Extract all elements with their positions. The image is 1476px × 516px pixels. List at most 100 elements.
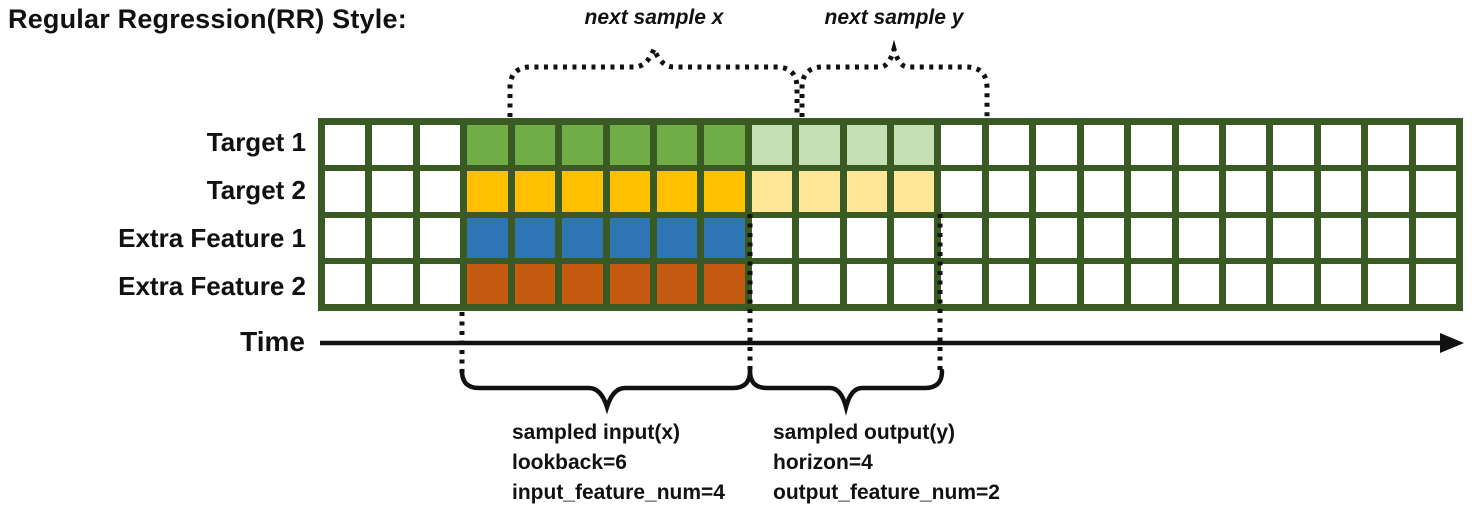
grid-cell-input xyxy=(656,125,698,166)
grid-cell-empty xyxy=(1225,125,1267,166)
grid-cell-input xyxy=(656,217,698,258)
grid-cell-empty xyxy=(1131,171,1172,212)
grid-cell-empty xyxy=(1036,125,1077,166)
grid-cell-empty xyxy=(1178,217,1219,258)
grid-cell-empty xyxy=(1083,171,1125,212)
grid-cell-input xyxy=(467,263,508,304)
grid-cell-empty xyxy=(325,263,366,304)
grid-cell-output xyxy=(846,171,887,212)
grid-cell-empty xyxy=(1131,263,1172,304)
grid-cell-input xyxy=(704,125,745,166)
grid-cell-empty xyxy=(419,125,461,166)
grid-cell-empty xyxy=(1320,171,1362,212)
grid-cell-output xyxy=(799,125,840,166)
grid-cell-empty xyxy=(1131,125,1172,166)
grid-cell-empty xyxy=(1225,217,1267,258)
grid-cell-empty xyxy=(941,217,982,258)
sampled-output-brace xyxy=(747,368,945,416)
sampled-input-line: sampled input(x) xyxy=(512,421,681,444)
grid-cell-empty xyxy=(325,125,366,166)
grid-cell-empty xyxy=(1131,217,1172,258)
grid-cell-input xyxy=(514,217,556,258)
grid-cell-empty xyxy=(325,217,366,258)
grid-cell-output xyxy=(799,171,840,212)
grid-cell-empty xyxy=(372,125,413,166)
grid-cell-output xyxy=(846,125,887,166)
grid-cell-input xyxy=(562,217,603,258)
grid-cell-empty xyxy=(1320,125,1362,166)
grid-cell-empty xyxy=(1225,263,1267,304)
grid-cell-empty xyxy=(419,171,461,212)
grid-cell-empty xyxy=(1368,125,1409,166)
grid-cell-input xyxy=(562,171,603,212)
grid-cell-empty xyxy=(1273,125,1314,166)
grid-cell-empty xyxy=(941,263,982,304)
grid-cell-empty xyxy=(372,171,413,212)
grid-cell-empty xyxy=(799,217,840,258)
grid-cell-empty xyxy=(1178,125,1219,166)
grid-cell-input xyxy=(609,263,650,304)
horizon-line: horizon=4 xyxy=(773,451,873,474)
grid-cell-input xyxy=(656,171,698,212)
grid-cell-input xyxy=(609,125,650,166)
grid-cell-empty xyxy=(988,171,1030,212)
grid-cell-input xyxy=(514,125,556,166)
grid-cell-output xyxy=(751,171,793,212)
grid-cell-empty xyxy=(1036,263,1077,304)
grid-cell-empty xyxy=(1036,217,1077,258)
grid-cell-empty xyxy=(1178,263,1219,304)
grid-cell-empty xyxy=(941,171,982,212)
grid-cell-empty xyxy=(1178,171,1219,212)
grid-cell-input xyxy=(467,125,508,166)
grid-cell-output xyxy=(894,171,935,212)
grid-cell-empty xyxy=(846,263,887,304)
time-axis-arrowhead xyxy=(1440,333,1464,353)
time-series-grid xyxy=(318,118,1463,311)
grid-cell-input xyxy=(467,171,508,212)
grid-cell-empty xyxy=(799,263,840,304)
lookback-line: lookback=6 xyxy=(512,451,627,474)
grid-cell-empty xyxy=(372,217,413,258)
time-axis-label: Time xyxy=(240,326,305,357)
grid-cell-empty xyxy=(1415,263,1456,304)
grid-cell-empty xyxy=(1273,171,1314,212)
row-label-target-2: Target 2 xyxy=(206,174,306,205)
grid-cell-input xyxy=(704,263,745,304)
sampled-input-brace xyxy=(459,368,753,415)
grid-cell-output xyxy=(894,125,935,166)
next-sample-x-brace xyxy=(507,42,800,117)
sampled-input-annotation: sampled input(x) lookback=6 input_featur… xyxy=(512,418,725,508)
grid-cell-input xyxy=(704,171,745,212)
grid-cell-empty xyxy=(1225,171,1267,212)
grid-cell-empty xyxy=(1415,217,1456,258)
grid-cell-empty xyxy=(1415,171,1456,212)
grid-cell-empty xyxy=(1368,217,1409,258)
grid-cell-input xyxy=(562,125,603,166)
grid-cell-empty xyxy=(894,217,935,258)
sampled-output-annotation: sampled output(y) horizon=4 output_featu… xyxy=(773,418,1000,508)
row-label-extra-feature-4: Extra Feature 2 xyxy=(118,271,306,302)
grid-cell-empty xyxy=(1083,125,1125,166)
row-label-extra-feature-3: Extra Feature 1 xyxy=(118,223,306,254)
next-sample-y-label: next sample y xyxy=(824,6,964,29)
grid-cell-empty xyxy=(751,263,793,304)
grid-cell-empty xyxy=(988,217,1030,258)
grid-cell-input xyxy=(704,217,745,258)
grid-cell-input xyxy=(514,263,556,304)
next-sample-y-brace xyxy=(799,39,990,117)
grid-cell-empty xyxy=(1083,217,1125,258)
grid-cell-empty xyxy=(1273,263,1314,304)
sampled-output-line: sampled output(y) xyxy=(773,421,955,444)
grid-cell-input xyxy=(609,171,650,212)
grid-cell-empty xyxy=(419,263,461,304)
grid-cell-input xyxy=(514,171,556,212)
diagram-title: Regular Regression(RR) Style: xyxy=(8,4,407,34)
row-label-target-1: Target 1 xyxy=(206,126,306,157)
grid-cell-empty xyxy=(1415,125,1456,166)
grid-cell-empty xyxy=(988,125,1030,166)
input-feature-line: input_feature_num=4 xyxy=(512,481,725,504)
grid-cell-empty xyxy=(1320,263,1362,304)
grid-cell-input xyxy=(609,217,650,258)
grid-cell-empty xyxy=(1368,171,1409,212)
